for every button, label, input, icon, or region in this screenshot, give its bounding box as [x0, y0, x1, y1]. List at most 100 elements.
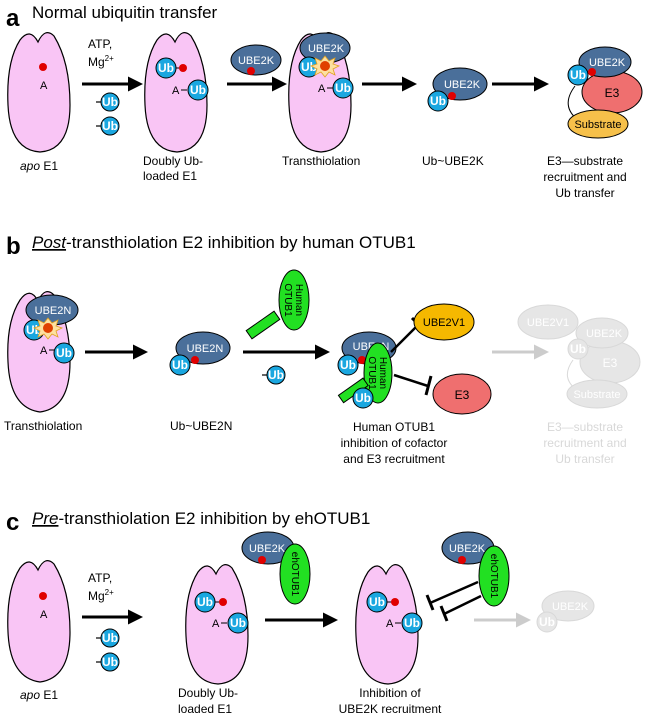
- apo-e1-label: apo E1: [20, 159, 58, 173]
- ub-ube2n: UBE2N Ub: [169, 331, 231, 376]
- svg-text:Ub: Ub: [335, 81, 351, 95]
- otub1-complex: UBE2N Ub Human OTUB1 Ub: [337, 316, 433, 409]
- ub-ube2n-label: Ub~UBE2N: [170, 419, 232, 433]
- otub-label-2: inhibition of cofactor: [341, 436, 448, 450]
- doubly-loaded-e1: Ub A Ub: [144, 32, 209, 153]
- svg-text:Ub: Ub: [340, 358, 356, 372]
- panel-title-c: Pre-transthiolation E2 inhibition by ehO…: [32, 509, 370, 528]
- svg-text:Ub: Ub: [102, 631, 118, 645]
- human-otub1-free: Human OTUB1: [245, 269, 310, 340]
- svg-text:UBE2K: UBE2K: [589, 57, 626, 69]
- svg-text:Ub: Ub: [268, 368, 284, 382]
- panel-letter-c: c: [6, 509, 19, 536]
- e3-label-b-faded: E3—substrate recruitment and Ub transfer: [543, 420, 626, 466]
- transthiolation-e1: UBE2K Ub A Ub: [288, 32, 354, 153]
- svg-text:Ub: Ub: [102, 655, 118, 669]
- atp-label: ATP,: [88, 37, 112, 51]
- svg-text:Ub: Ub: [404, 616, 420, 630]
- panel-letter-a: a: [6, 5, 20, 32]
- svg-text:UBE2V1: UBE2V1: [423, 317, 465, 329]
- free-ub-c2: Ub: [96, 652, 120, 672]
- svg-text:Ub: Ub: [158, 61, 174, 75]
- svg-text:Ub: Ub: [539, 615, 555, 629]
- svg-text:Substrate: Substrate: [573, 389, 620, 401]
- otub-label-1: Human OTUB1: [353, 420, 435, 434]
- svg-text:OTUB1: OTUB1: [366, 356, 377, 390]
- transthiolation-e1-b: UBE2N Ub A Ub: [7, 291, 79, 413]
- svg-text:E3: E3: [455, 388, 470, 402]
- free-ube2k: UBE2K: [230, 44, 282, 76]
- svg-text:UBE2K: UBE2K: [449, 543, 486, 555]
- svg-text:recruitment and: recruitment and: [543, 436, 626, 450]
- svg-text:ehOTUB1: ehOTUB1: [289, 552, 300, 597]
- svg-text:Ub: Ub: [570, 342, 586, 356]
- svg-text:Ub: Ub: [190, 83, 206, 97]
- transthiolation-label-b: Transthiolation: [4, 419, 82, 433]
- mg-label: Mg2+: [88, 54, 114, 69]
- inhibition-e1-c: Ub A Ub: [355, 564, 423, 685]
- e3-label-a-3: Ub transfer: [555, 186, 614, 200]
- inhib-label-c2: UBE2K recruitment: [339, 702, 442, 716]
- panel-title-a: Normal ubiquitin transfer: [32, 3, 218, 22]
- ub-ube2k-faded: UBE2K Ub: [536, 590, 595, 633]
- panel-c: c Pre-transthiolation E2 inhibition by e…: [6, 509, 595, 716]
- ube2v1-b: UBE2V1: [413, 303, 475, 341]
- svg-text:Ub: Ub: [355, 391, 371, 405]
- svg-text:Ub: Ub: [197, 595, 213, 609]
- svg-text:Ub: Ub: [230, 616, 246, 630]
- svg-text:UBE2K: UBE2K: [238, 55, 275, 67]
- svg-text:Ub transfer: Ub transfer: [555, 452, 614, 466]
- svg-text:Human: Human: [293, 284, 304, 316]
- svg-text:Ub: Ub: [102, 119, 118, 133]
- apo-e1-c: A: [7, 560, 71, 683]
- svg-text:Ub: Ub: [570, 68, 586, 82]
- free-ub-b: Ub: [262, 365, 286, 385]
- svg-text:Ub: Ub: [301, 60, 317, 74]
- e3-complex-b-faded: E3 UBE2K UBE2V1 Ub Substrate: [517, 304, 641, 409]
- svg-text:A: A: [318, 83, 326, 95]
- doubly-loaded-label-2: loaded E1: [143, 169, 197, 183]
- ub-ube2k-label: Ub~UBE2K: [422, 154, 484, 168]
- svg-text:A: A: [386, 618, 394, 630]
- svg-text:UBE2K: UBE2K: [308, 43, 345, 55]
- doubly-loaded-e1-c: Ub A Ub: [185, 564, 249, 685]
- svg-text:UBE2K: UBE2K: [249, 543, 286, 555]
- svg-text:Ub: Ub: [430, 94, 446, 108]
- e3-label-a-1: E3—substrate: [547, 154, 623, 168]
- doubly-loaded-label-c1: Doubly Ub-: [178, 686, 238, 700]
- panel-letter-b: b: [6, 233, 21, 260]
- svg-text:UBE2K: UBE2K: [552, 601, 589, 613]
- svg-text:UBE2N: UBE2N: [35, 305, 72, 317]
- svg-text:E3: E3: [605, 86, 620, 100]
- panel-a: a Normal ubiquitin transfer A apo E1 ATP…: [6, 3, 643, 200]
- svg-text:UBE2V1: UBE2V1: [527, 317, 569, 329]
- svg-text:A: A: [40, 609, 48, 621]
- svg-text:Human: Human: [377, 357, 388, 389]
- ube2k-ehotub1-free: UBE2K ehOTUB1: [241, 531, 311, 605]
- svg-text:E3: E3: [603, 356, 618, 370]
- ube2k-ehotub1-inhibitor: UBE2K ehOTUB1: [425, 531, 510, 622]
- svg-text:UBE2K: UBE2K: [586, 328, 623, 340]
- inhib-label-c1: Inhibition of: [359, 686, 421, 700]
- panel-b: b Post-transthiolation E2 inhibition by …: [4, 233, 641, 466]
- free-ub-c1: Ub: [96, 628, 120, 648]
- svg-text:A: A: [212, 618, 220, 630]
- doubly-loaded-label-1: Doubly Ub-: [143, 154, 203, 168]
- svg-text:E3—substrate: E3—substrate: [547, 420, 623, 434]
- e3-complex-a: E3 UBE2K Ub Substrate: [567, 46, 643, 139]
- apo-e1: A: [7, 32, 71, 153]
- svg-text:UBE2K: UBE2K: [444, 79, 481, 91]
- svg-text:A: A: [40, 345, 48, 357]
- transthiolation-label-a: Transthiolation: [282, 154, 360, 168]
- svg-text:Ub: Ub: [102, 95, 118, 109]
- mg-label-c: Mg2+: [88, 588, 114, 603]
- apo-e1-label-c: apo E1: [20, 688, 58, 702]
- svg-text:Substrate: Substrate: [574, 119, 621, 131]
- otub-label-3: and E3 recruitment: [343, 452, 445, 466]
- atp-label-c: ATP,: [88, 571, 112, 585]
- free-ub-2: Ub: [96, 116, 120, 136]
- svg-text:ehOTUB1: ehOTUB1: [488, 554, 499, 599]
- free-ub-1: Ub: [96, 92, 120, 112]
- e3-label-a-2: recruitment and: [543, 170, 626, 184]
